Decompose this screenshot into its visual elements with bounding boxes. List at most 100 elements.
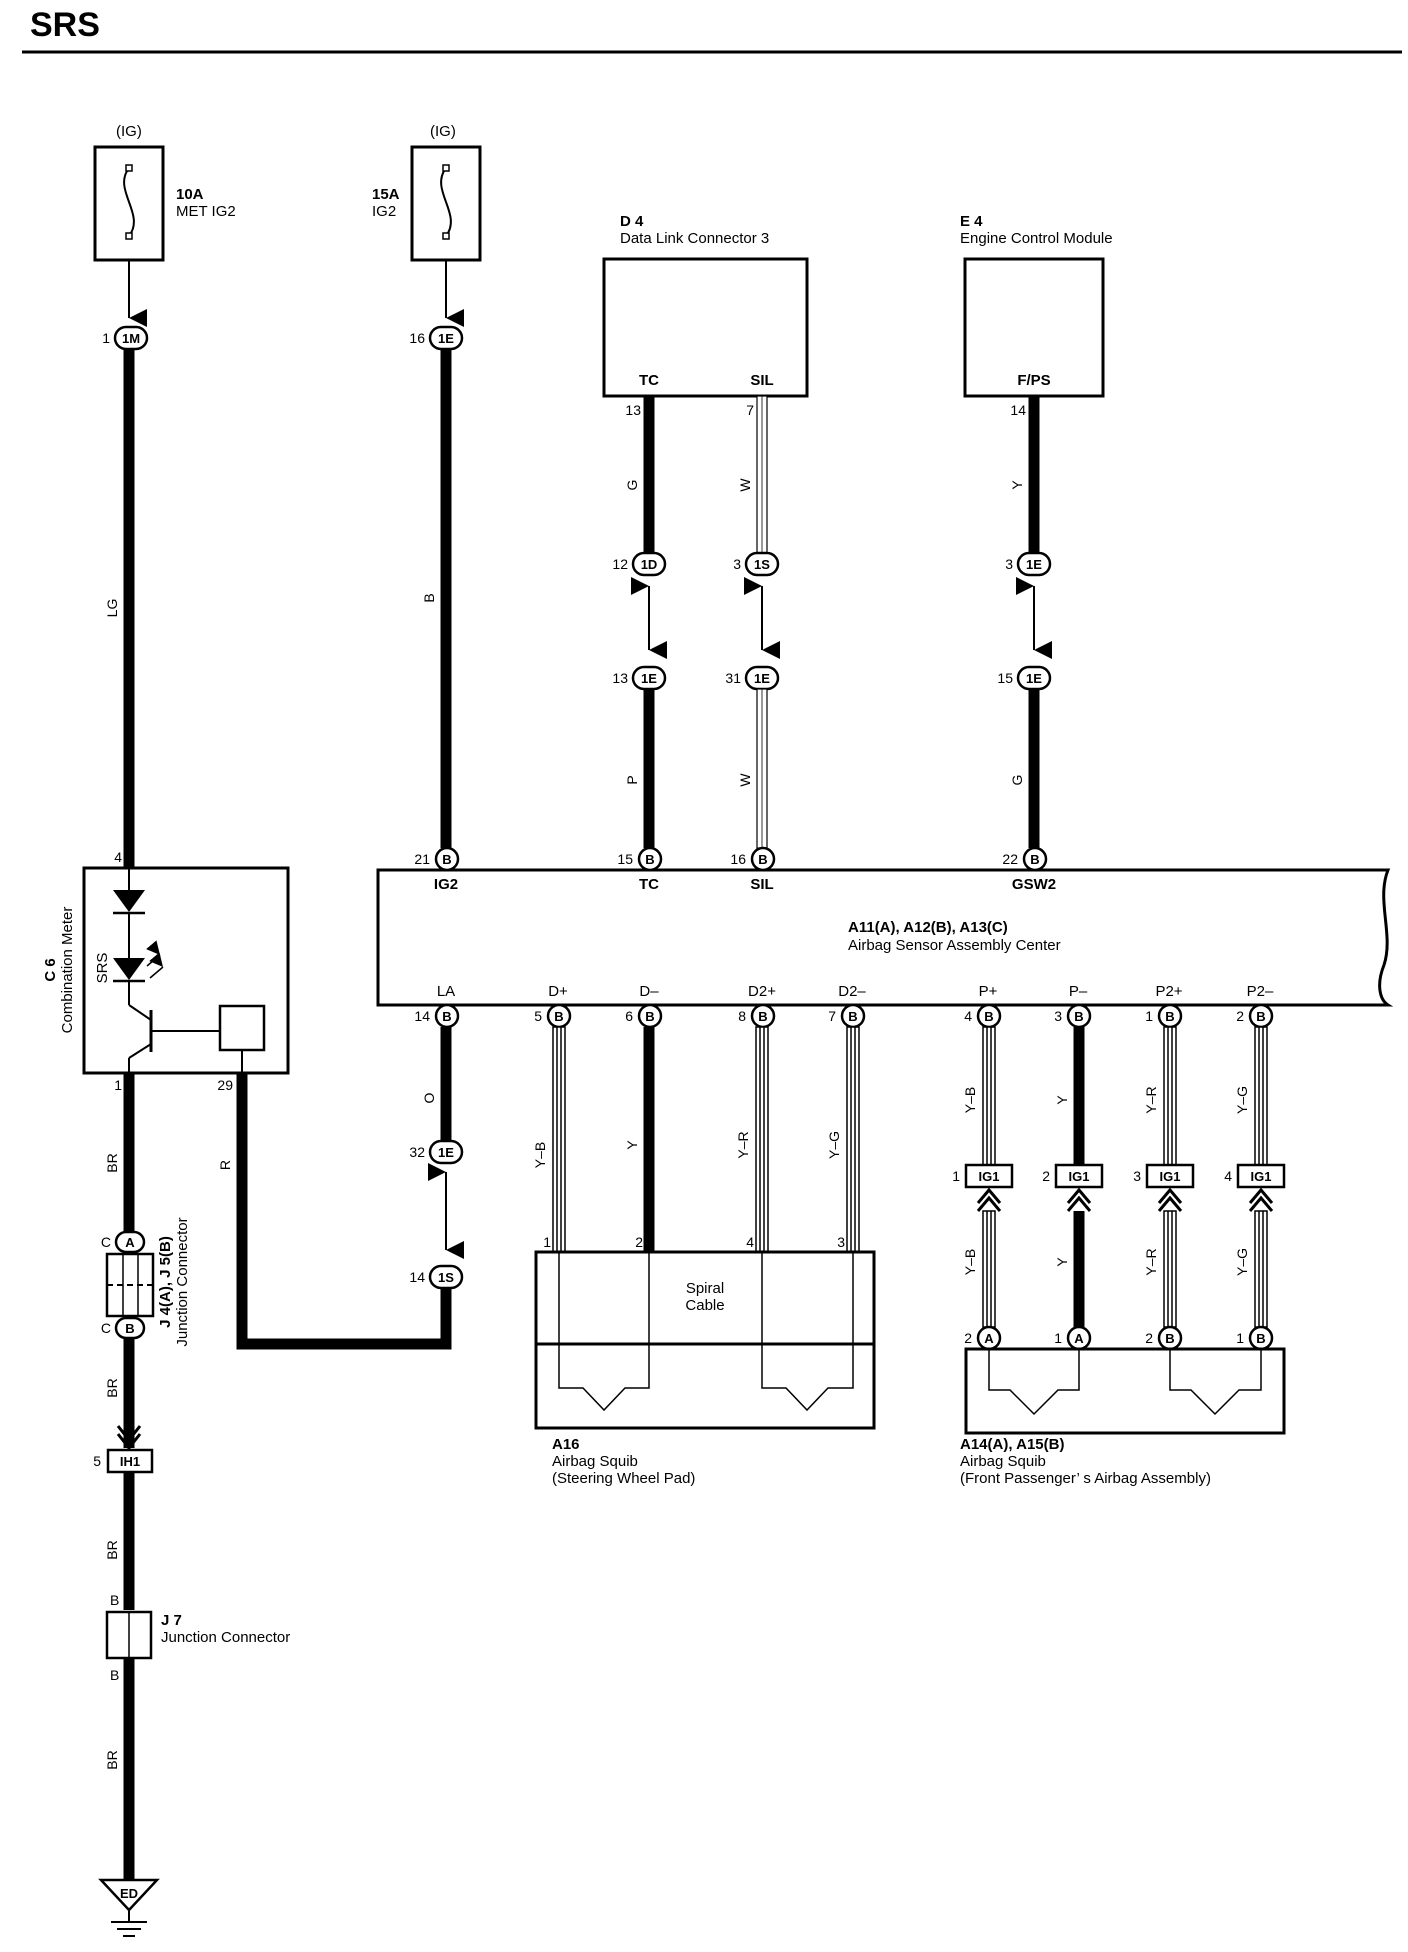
connector-code: 1S — [754, 557, 770, 572]
sensor-id: A11(A), A12(B), A13(C) — [848, 919, 1008, 936]
fuse-rating: 10A — [176, 186, 204, 203]
sensor-pin-label: D– — [639, 983, 659, 1000]
wire-y-b-driver — [552, 1026, 566, 1253]
connector-b-6: B 6 — [625, 1003, 663, 1029]
a14-id: A14(A), A15(B) — [960, 1436, 1064, 1453]
wire-w-sil-2 — [756, 688, 768, 849]
junction-pin-bottom: B — [110, 1667, 119, 1683]
connector-b-2-squib: B 2 — [1145, 1325, 1183, 1351]
connector-code: 1E — [641, 671, 657, 686]
connector-b-1: B 1 — [1145, 1003, 1183, 1029]
wire-y-g-pass-upper — [1254, 1026, 1268, 1166]
connector-b-15: B 15 — [617, 846, 663, 872]
spiral-label: Cable — [685, 1297, 724, 1314]
wire-color-label: Y — [1054, 1257, 1070, 1267]
ecm-id: E 4 — [960, 213, 983, 230]
meter-pin-r: 29 — [217, 1077, 233, 1093]
chevron-icon — [1066, 1187, 1092, 1212]
connector-code: A — [125, 1235, 135, 1250]
junction-connector-j4-j5: A C B C J 4(A), J 5(B) Junction Connecto… — [101, 1217, 191, 1346]
connector-code: 1E — [438, 1145, 454, 1160]
spiral-pin: 4 — [746, 1234, 754, 1250]
junction-pin-top: B — [110, 1592, 119, 1608]
connector-pin: 3 — [1054, 1008, 1062, 1024]
meter-id: C 6 — [42, 958, 59, 981]
connector-pin: 21 — [414, 851, 430, 867]
wire-y-b-pass-upper — [982, 1026, 996, 1166]
connector-pin: 1 — [102, 330, 110, 346]
connector-code: B — [1074, 1009, 1083, 1024]
connector-1d: 1D 12 — [612, 551, 667, 577]
pin-number: 7 — [746, 402, 754, 418]
wire-y-g-driver — [846, 1026, 860, 1253]
engine-control-module: E 4 Engine Control Module F/PS — [960, 213, 1113, 398]
connector-pin: 3 — [1133, 1168, 1141, 1184]
connector-code: 1S — [438, 1270, 454, 1285]
wire-color-label: BR — [104, 1378, 120, 1397]
connector-pin: 4 — [1224, 1168, 1232, 1184]
junction-connector-j7: B B J 7 Junction Connector — [105, 1592, 290, 1683]
connector-code: B — [1165, 1331, 1174, 1346]
meter-pin-in: 4 — [114, 849, 122, 865]
connector-code: B — [758, 852, 767, 867]
sensor-pin-label: D2+ — [748, 983, 776, 1000]
connector-b-14: B 14 — [414, 1003, 460, 1029]
dlc-id: D 4 — [620, 213, 644, 230]
connector-code: B — [645, 1009, 654, 1024]
dlc-pin-sil: SIL — [750, 372, 773, 389]
connector-b-2: B 2 — [1236, 1003, 1274, 1029]
sensor-pin-label: P+ — [979, 983, 998, 1000]
connector-pin: 14 — [409, 1269, 425, 1285]
connector-pin: 2 — [1042, 1168, 1050, 1184]
sensor-pin-label: D2– — [838, 983, 866, 1000]
connector-ih1: IH1 5 — [93, 1448, 154, 1474]
connector-pin: 8 — [738, 1008, 746, 1024]
wire-y-b-pass-lower — [982, 1210, 996, 1328]
connector-code: B — [645, 852, 654, 867]
wire-color-label: Y–B — [962, 1249, 978, 1275]
connector-pin: 13 — [612, 670, 628, 686]
wire-y-r-driver — [755, 1026, 769, 1253]
connector-1e-3: 1E 3 — [1005, 551, 1052, 577]
connector-pin: 12 — [612, 556, 628, 572]
wire-color-label: R — [217, 1160, 233, 1170]
sensor-pin-label: LA — [437, 983, 455, 1000]
connector-code: IG1 — [1069, 1169, 1090, 1184]
ecm-pin-fps: F/PS — [1017, 372, 1050, 389]
connector-code: B — [848, 1009, 857, 1024]
dlc-pin-tc: TC — [639, 372, 659, 389]
a16-name: Airbag Squib — [552, 1453, 638, 1470]
sensor-pin-label: P– — [1069, 983, 1088, 1000]
connector-pin: 7 — [828, 1008, 836, 1024]
pin-number: 14 — [1010, 402, 1026, 418]
connector-pin: 15 — [617, 851, 633, 867]
a14-detail: (Front Passenger’ s Airbag Assembly) — [960, 1470, 1211, 1487]
connector-1s-3: 1S 3 — [733, 551, 780, 577]
a16-detail: (Steering Wheel Pad) — [552, 1470, 695, 1487]
wire-color-label: Y — [1009, 480, 1025, 490]
connector-code: 1E — [1026, 671, 1042, 686]
connector-1e-16: 1E 16 — [409, 325, 464, 351]
connector-pin: 5 — [534, 1008, 542, 1024]
wire-color-label: Y–G — [1234, 1248, 1250, 1276]
connector-b-4: B 4 — [964, 1003, 1002, 1029]
connector-b-8: B 8 — [738, 1003, 776, 1029]
fuse-rating: 15A — [372, 186, 400, 203]
connector-b-7: B 7 — [828, 1003, 866, 1029]
wire-color-label: Y–R — [735, 1131, 751, 1158]
wire-color-label: O — [421, 1092, 437, 1103]
wire-color-label: P — [624, 775, 640, 784]
connector-code: 1E — [1026, 557, 1042, 572]
junction-name: Junction Connector — [161, 1629, 290, 1646]
connector-pin: 14 — [414, 1008, 430, 1024]
ecm-name: Engine Control Module — [960, 230, 1113, 247]
spiral-label: Spiral — [686, 1280, 724, 1297]
connector-code: B — [758, 1009, 767, 1024]
connector-b-5: B 5 — [534, 1003, 572, 1029]
connector-ig1-3: IG1 3 — [1133, 1163, 1195, 1189]
wire-w-sil — [756, 395, 768, 554]
connector-code: 1E — [438, 331, 454, 346]
connector-pin: 1 — [1145, 1008, 1153, 1024]
sensor-pin-label: TC — [639, 876, 659, 893]
arrow-to-ih1 — [116, 1425, 142, 1451]
